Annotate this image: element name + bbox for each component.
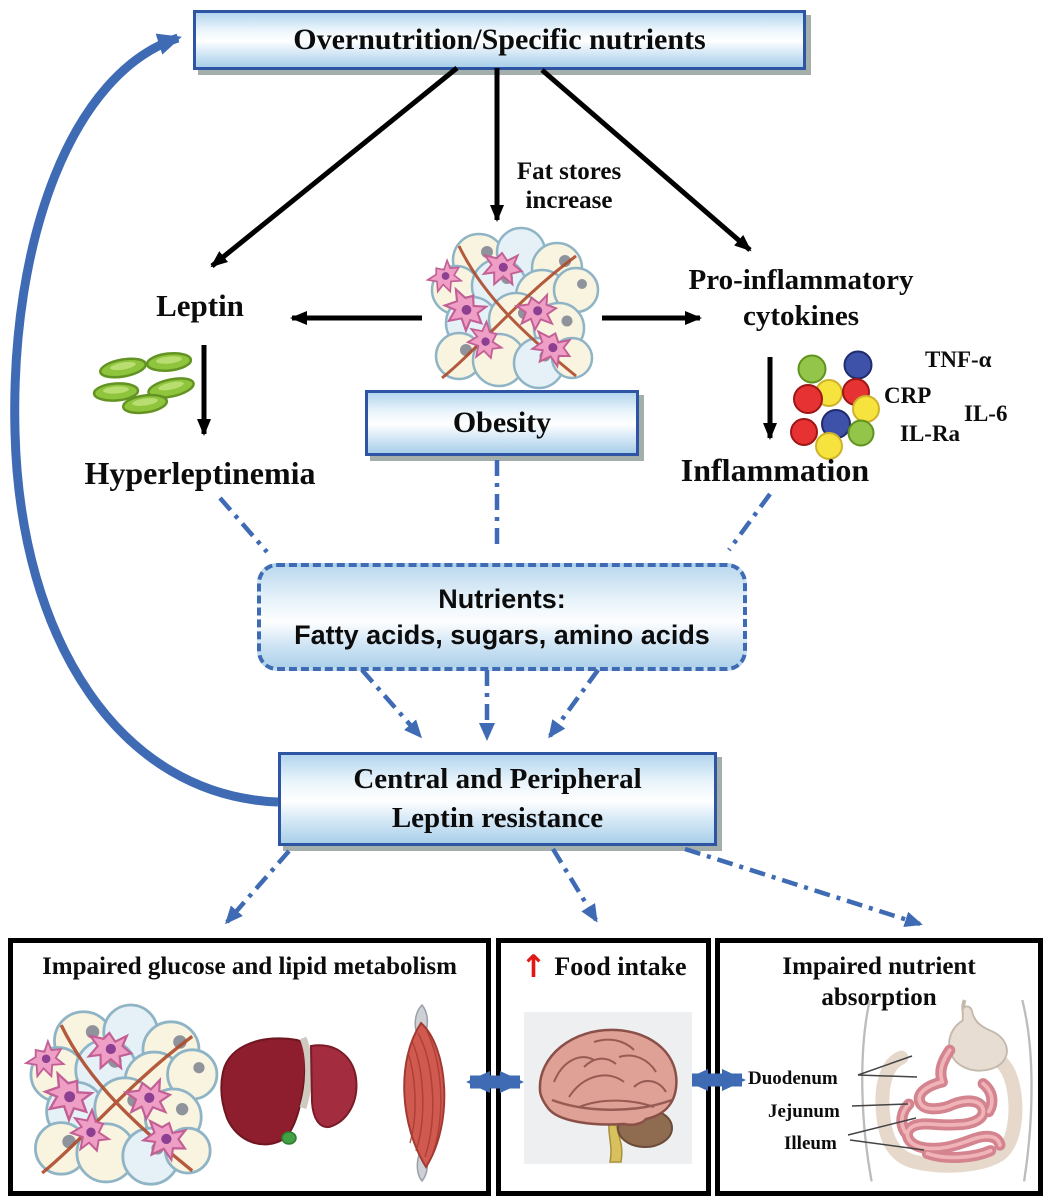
inflammation-label: Inflammation: [680, 452, 870, 488]
absorption-title: Impaired nutrient absorption: [782, 953, 976, 1012]
jejunum-label: Jejunum: [768, 1101, 840, 1122]
dash-resistance-to-absorption: [684, 846, 923, 928]
leptin-resistance-line1: Central and Peripheral: [353, 762, 642, 795]
leptin-label: Leptin: [156, 288, 244, 323]
up-arrow-icon: ↑: [520, 948, 547, 985]
dash-nutrients-to-resistance-left: [360, 668, 422, 739]
dash-resistance-to-metabolism: [225, 849, 291, 925]
arrow-overnutrition-to-leptin: [210, 66, 459, 268]
adipose-tissue-icon: [423, 226, 600, 390]
ilra-label: IL-Ra: [900, 421, 961, 446]
crp-label: CRP: [884, 383, 932, 408]
obesity-node: Obesity: [365, 390, 639, 456]
dashed-connectors: [218, 460, 923, 928]
food-intake-outcome-box: ↑ Food intake: [496, 938, 711, 1196]
dash-hyperleptinemia-to-nutrients: [218, 496, 269, 554]
tnf-alpha-label: TNF-α: [925, 347, 992, 372]
fat-stores-label: Fat stores increase: [516, 158, 622, 214]
il6-label: IL-6: [964, 401, 1008, 426]
leptin-resistance-line2: Leptin resistance: [391, 802, 604, 834]
absorption-outcome-box: Impaired nutrient absorption Duodenum Je…: [715, 938, 1043, 1196]
dash-nutrients-to-resistance-right: [548, 668, 600, 739]
dash-resistance-to-food-intake: [551, 847, 598, 923]
feedback-arrow-resistance-to-overnutrition: [10, 33, 279, 807]
overnutrition-label: Overnutrition/Specific nutrients: [293, 23, 706, 56]
hyperleptinemia-label: Hyperleptinemia: [84, 455, 316, 491]
pro-inflammatory-label: Pro-inflammatory cytokines: [688, 264, 914, 333]
nutrients-node: Nutrients: Fatty acids, sugars, amino ac…: [257, 563, 747, 671]
leptin-resistance-node: Central and Peripheral Leptin resistance: [278, 752, 717, 846]
metabolism-outcome-box: Impaired glucose and lipid metabolism: [8, 938, 491, 1196]
obesity-label: Obesity: [452, 406, 552, 439]
ileum-label: Illeum: [784, 1133, 837, 1154]
nutrients-label-line1: Nutrients:: [438, 583, 566, 614]
duodenum-label: Duodenum: [748, 1068, 838, 1089]
black-flow-arrows: [197, 66, 777, 440]
food-intake-title: ↑ Food intake: [520, 948, 687, 985]
leptin-molecules-icon: [92, 351, 195, 415]
nutrients-label-line2: Fatty acids, sugars, amino acids: [294, 620, 710, 650]
cytokine-cluster-icon: [790, 350, 880, 460]
dash-inflammation-to-nutrients: [727, 492, 772, 552]
metabolism-title: Impaired glucose and lipid metabolism: [42, 953, 457, 980]
overnutrition-node: Overnutrition/Specific nutrients: [193, 10, 806, 70]
